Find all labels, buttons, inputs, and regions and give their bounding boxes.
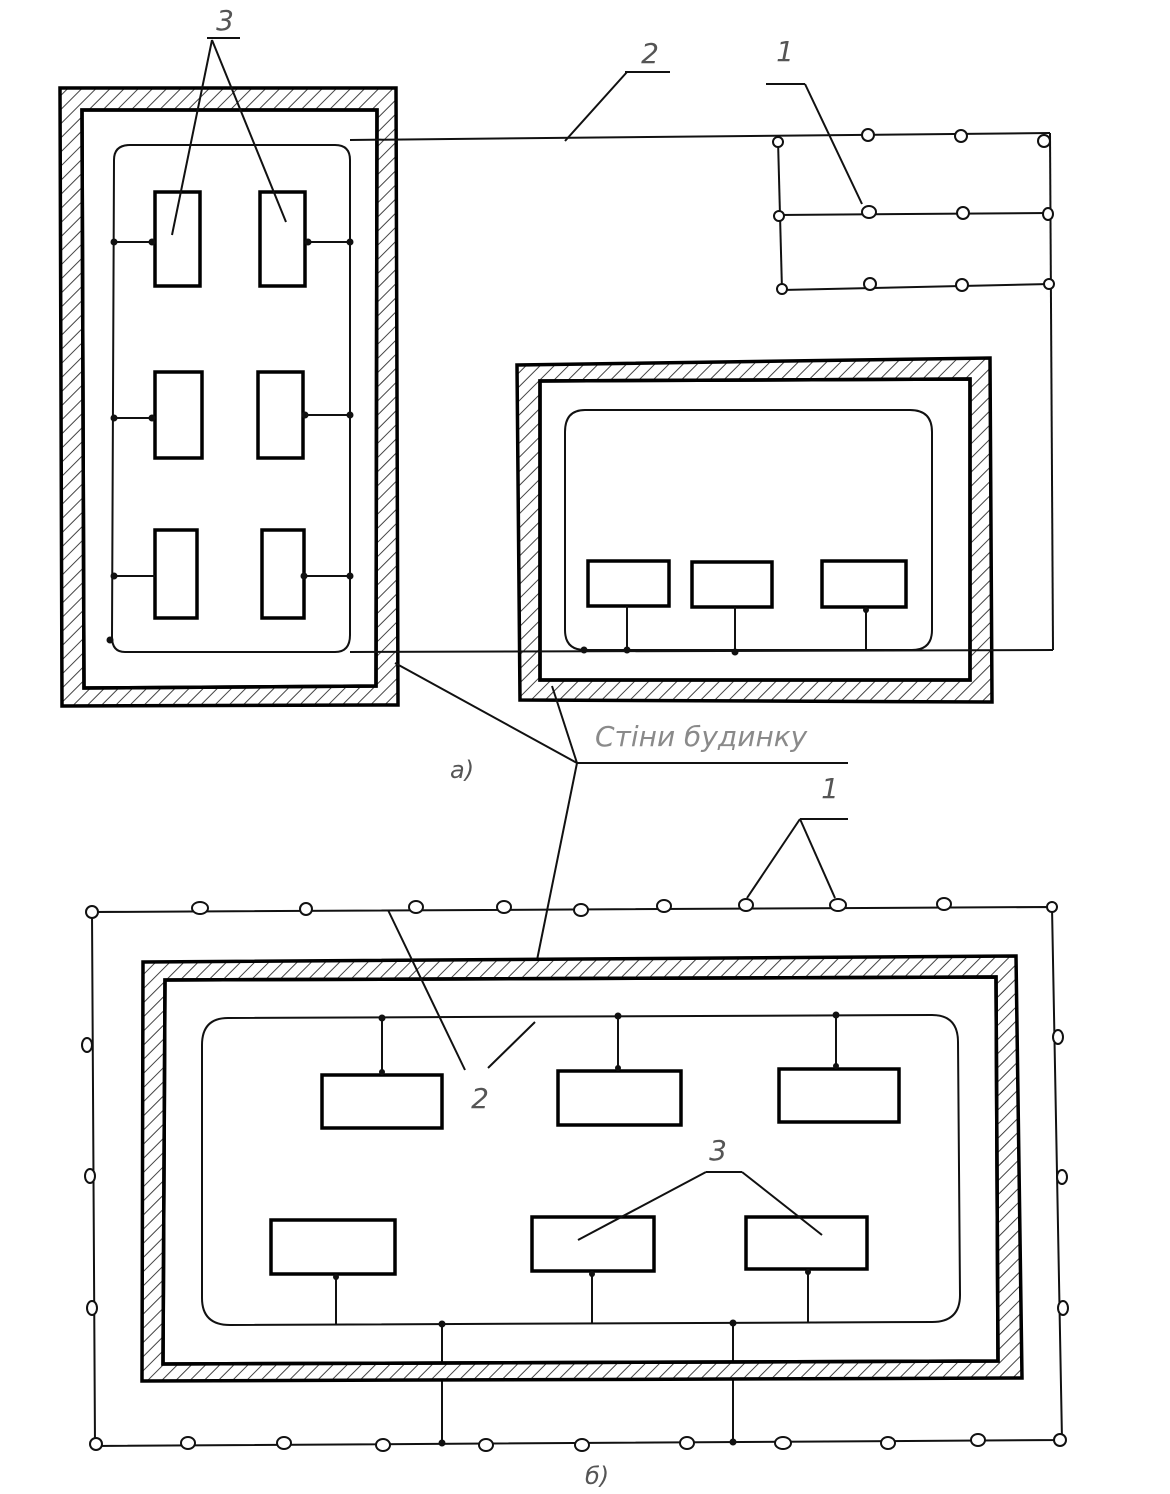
building-a-left — [58, 86, 400, 708]
electrode-field-a — [772, 128, 1055, 295]
caption-b: б) — [585, 1462, 609, 1490]
equipment-a-right — [580, 559, 908, 656]
caption-a: а) — [450, 756, 474, 784]
building-b — [140, 954, 1024, 1383]
electrodes-b — [81, 897, 1069, 1452]
label-electrode-a: 1 — [776, 35, 794, 68]
leaders-a — [171, 37, 863, 236]
leaders-b — [387, 818, 848, 1241]
label-electrode-b: 1 — [821, 772, 839, 805]
building-a-right — [515, 356, 994, 704]
inner-loop-b — [201, 1013, 962, 1327]
inner-loop-a-left — [110, 144, 351, 653]
label-equipment-a: 3 — [216, 4, 234, 37]
walls-leaders — [394, 662, 848, 966]
branches-a-left — [106, 238, 354, 644]
label-conductor-b: 2 — [471, 1082, 489, 1115]
label-conductor-a: 2 — [641, 37, 659, 70]
equipment-b — [269, 1011, 901, 1328]
inner-loop-a-right — [564, 409, 933, 651]
label-walls: Стіни будинку — [595, 720, 808, 753]
equipment-a-left — [153, 190, 307, 620]
label-equipment-b: 3 — [709, 1134, 727, 1167]
